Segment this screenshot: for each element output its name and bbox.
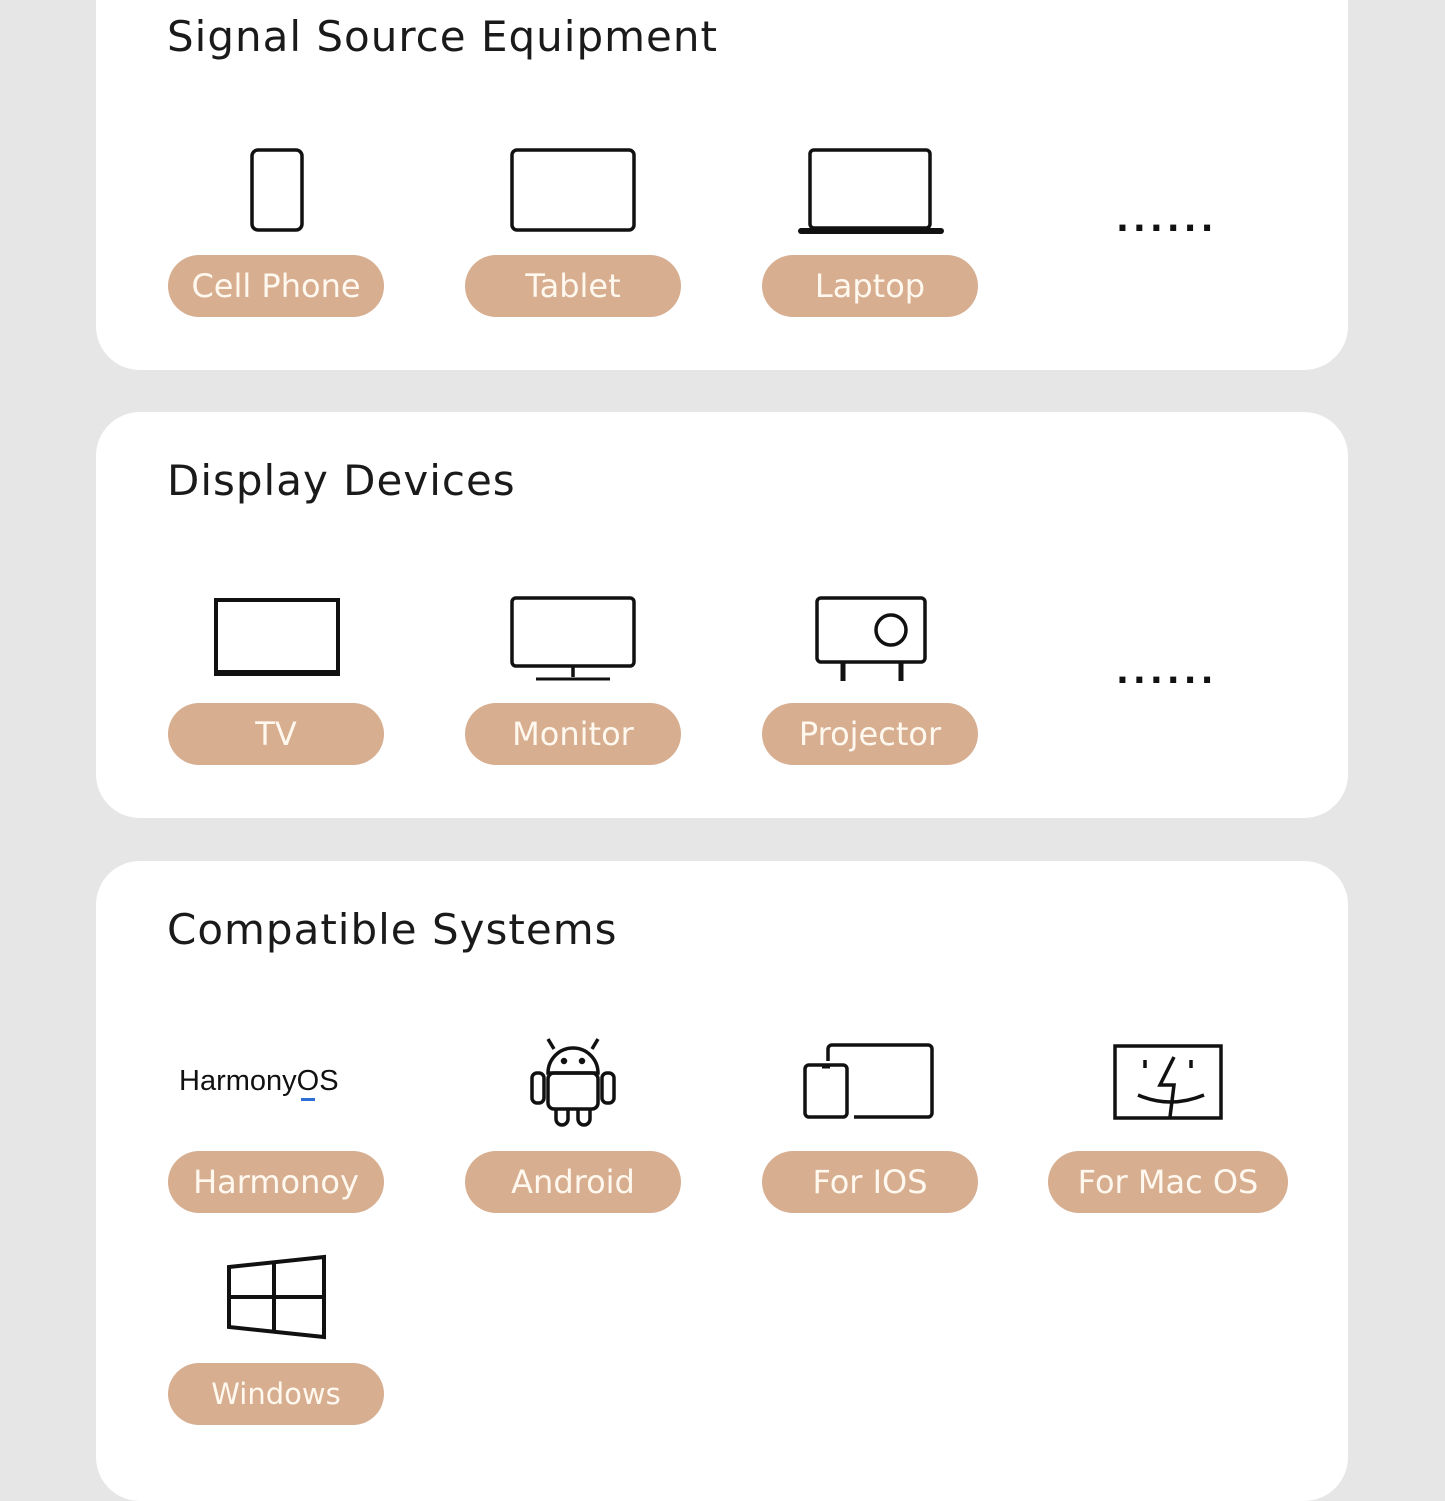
ios-devices-icon xyxy=(803,1043,934,1119)
tag-tv: TV xyxy=(168,703,384,765)
logo-text: Harmony xyxy=(179,1065,297,1097)
section-title: Signal Source Equipment xyxy=(167,12,718,61)
android-icon xyxy=(530,1038,616,1127)
tag-laptop: Laptop xyxy=(762,255,978,317)
tag-monitor: Monitor xyxy=(465,703,681,765)
signal-source-card: Signal Source Equipment ...... Cell Phon… xyxy=(96,0,1348,370)
more-indicator: ...... xyxy=(1116,200,1218,240)
tag-windows: Windows xyxy=(168,1363,384,1425)
section-title: Compatible Systems xyxy=(167,905,618,954)
compatible-systems-card: Compatible Systems HarmonyOS Harmonoy An… xyxy=(96,861,1348,1501)
tag-tablet: Tablet xyxy=(465,255,681,317)
tag-android: Android xyxy=(465,1151,681,1213)
tag-cell-phone: Cell Phone xyxy=(168,255,384,317)
display-devices-card: Display Devices ...... TV Monitor Projec… xyxy=(96,412,1348,818)
tag-harmonyos: Harmonoy xyxy=(168,1151,384,1213)
tv-icon xyxy=(214,598,340,676)
windows-icon xyxy=(227,1254,326,1340)
more-indicator: ...... xyxy=(1116,652,1218,692)
projector-icon xyxy=(815,596,927,681)
logo-o: O xyxy=(296,1065,320,1097)
tag-projector: Projector xyxy=(762,703,978,765)
phone-icon xyxy=(250,148,304,232)
monitor-icon xyxy=(510,596,636,681)
tablet-icon xyxy=(510,148,636,232)
tag-ios: For IOS xyxy=(762,1151,978,1213)
logo-s: S xyxy=(319,1065,339,1097)
harmonyos-logo: HarmonyOS xyxy=(179,1065,339,1098)
mac-finder-icon xyxy=(1113,1044,1223,1120)
laptop-icon xyxy=(798,148,944,234)
section-title: Display Devices xyxy=(167,456,516,505)
tag-macos: For Mac OS xyxy=(1048,1151,1288,1213)
